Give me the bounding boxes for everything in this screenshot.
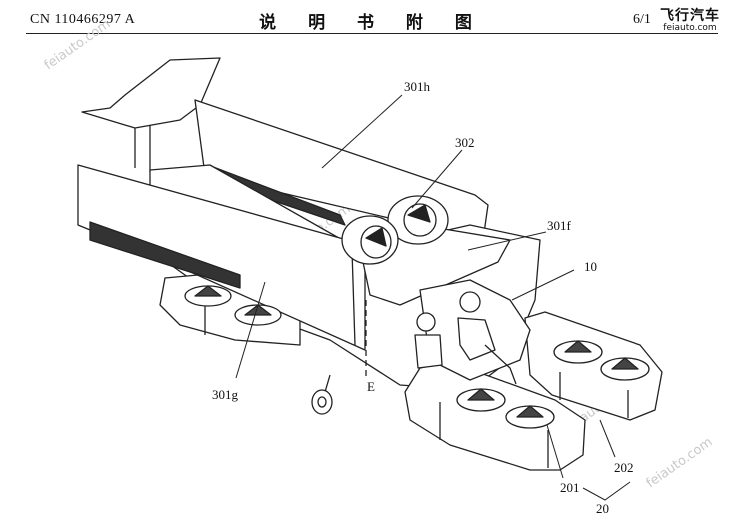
label-202: 202 [614, 460, 634, 475]
landing-gear [311, 374, 333, 415]
label-302: 302 [455, 135, 475, 150]
vertical-tail [81, 57, 221, 129]
header-rule [26, 33, 718, 34]
label-e: E [367, 379, 375, 394]
leader-lines [235, 94, 631, 501]
logo-chinese: 飞行汽车 [660, 8, 720, 24]
occupants [414, 291, 517, 385]
watermark: feiauto.com [644, 435, 716, 492]
page-header: CN 110466297 A 说 明 书 附 图 6/1 [0, 0, 744, 34]
label-10: 10 [584, 259, 597, 274]
site-logo: 飞行汽车 feiauto.com [650, 5, 730, 33]
lift-rotors [184, 285, 650, 429]
logo-english: feiauto.com [663, 23, 717, 33]
label-301f: 301f [547, 218, 572, 233]
aircraft-drawing [77, 57, 663, 471]
fan-blade [365, 227, 387, 247]
label-20: 20 [596, 501, 609, 516]
label-301h: 301h [404, 79, 431, 94]
publication-number: CN 110466297 A [30, 12, 136, 27]
panel-edge [351, 249, 356, 346]
label-201: 201 [560, 480, 580, 495]
front-pontoon-201 [404, 361, 586, 471]
page-number: 6/1 [633, 12, 651, 27]
fan-blade [407, 204, 431, 223]
watermark: feiauto.com [42, 17, 114, 74]
header-title: 说 明 书 附 图 [259, 13, 485, 33]
label-301g: 301g [212, 387, 239, 402]
panel-slot [89, 221, 241, 289]
